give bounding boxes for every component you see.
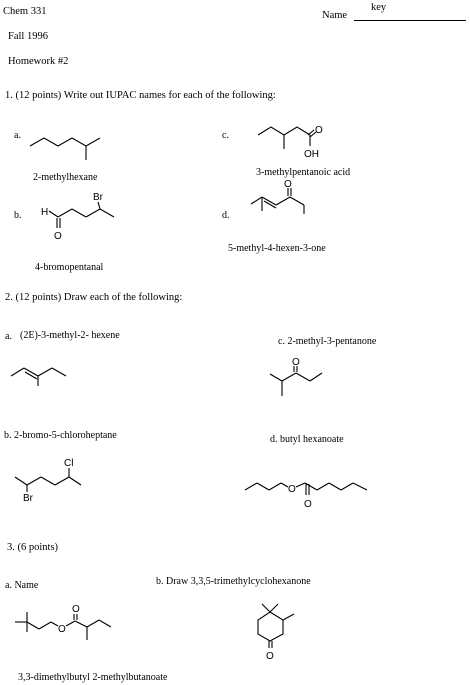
- assignment-title: Homework #2: [8, 56, 69, 67]
- q1-d-letter: d.: [222, 210, 230, 221]
- q1-c-letter: c.: [222, 130, 229, 141]
- q2-a-label: (2E)-3-methyl-2- hexene: [20, 330, 120, 341]
- q1-d-answer: 5-methyl-4-hexen-3-one: [228, 243, 326, 254]
- ketone-oxygen-label: O: [284, 179, 292, 190]
- q2-a-structure: [10, 367, 67, 386]
- q1-a-letter: a.: [14, 130, 21, 141]
- question-3-prompt: 3. (6 points): [7, 542, 59, 553]
- hydroxyl-label: OH: [304, 149, 319, 160]
- ester-oxygen-label: O: [288, 484, 296, 495]
- q2-c-structure: O: [269, 357, 323, 396]
- q1-c-answer: 3-methylpentanoic acid: [256, 167, 351, 178]
- term: Fall 1996: [8, 31, 48, 42]
- q2-b-label: b. 2-bromo-5-chloroheptane: [4, 430, 117, 441]
- question-2-prompt: 2. (12 points) Draw each of the followin…: [5, 292, 183, 303]
- oxygen-label: O: [54, 231, 62, 242]
- course-title: Chem 331: [3, 6, 47, 17]
- carbonyl-oxygen-label: O: [304, 499, 312, 510]
- q3-b-label: b. Draw 3,3,5-trimethylcyclohexanone: [156, 576, 311, 587]
- q3-a-answer: 3,3-dimethylbutyl 2-methylbutanoate: [18, 672, 168, 683]
- q1-a-answer: 2-methylhexane: [33, 172, 98, 183]
- q3-a-structure: O O: [15, 604, 112, 640]
- bromine-label: Br: [23, 493, 34, 504]
- q1-c-structure: O OH: [257, 125, 323, 160]
- q3-b-structure: O: [257, 603, 295, 662]
- q2-a-letter: a.: [5, 331, 12, 342]
- hydrogen-label: H: [41, 207, 48, 218]
- q1-b-answer: 4-bromopentanal: [35, 262, 104, 273]
- name-label: Name: [322, 10, 348, 21]
- carbonyl-oxygen-label: O: [72, 604, 80, 615]
- bromine-label: Br: [93, 192, 104, 203]
- q2-d-label: d. butyl hexanoate: [270, 434, 344, 445]
- ester-oxygen-label: O: [58, 624, 66, 635]
- ketone-oxygen-label: O: [266, 651, 274, 662]
- q1-d-structure: O: [250, 179, 305, 214]
- q3-a-label: a. Name: [5, 580, 39, 591]
- carbonyl-oxygen-label: O: [315, 125, 323, 136]
- ketone-oxygen-label: O: [292, 357, 300, 368]
- q1-b-letter: b.: [14, 210, 22, 221]
- q1-b-structure: H O Br: [41, 192, 115, 242]
- q2-d-structure: O O: [244, 482, 368, 510]
- q2-b-structure: Cl Br: [14, 458, 82, 504]
- name-field-line: [354, 20, 466, 21]
- q1-a-structure: [29, 137, 101, 160]
- q2-c-label: c. 2-methyl-3-pentanone: [278, 336, 377, 347]
- key-annotation: key: [371, 2, 387, 13]
- question-1-prompt: 1. (12 points) Write out IUPAC names for…: [5, 90, 276, 101]
- chlorine-label: Cl: [64, 458, 73, 469]
